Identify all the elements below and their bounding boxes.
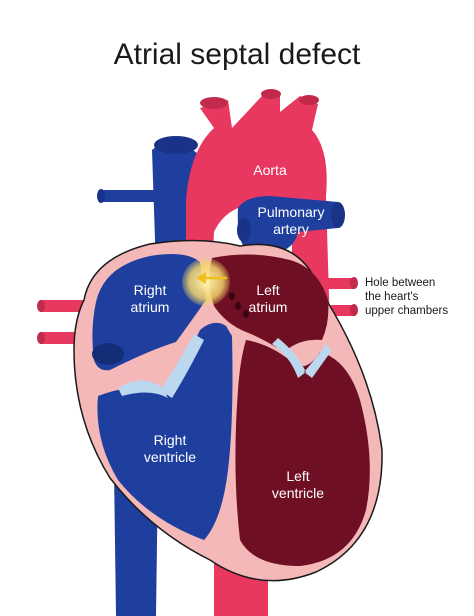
label-pulmonary-artery-line2: artery <box>273 221 309 237</box>
hole-callout: Hole between the heart's upper chambers <box>365 276 470 318</box>
left-atrium <box>209 254 329 352</box>
label-left-ventricle-line2: ventricle <box>271 485 325 501</box>
label-pulmonary-artery-line1: Pulmonary <box>257 204 325 220</box>
right-ventricle <box>97 322 233 540</box>
mitral-valve <box>272 338 332 378</box>
label-left-atrium-line2: atrium <box>248 299 288 315</box>
left-vein-upper <box>100 190 158 202</box>
arrow-left-icon <box>196 272 228 284</box>
label-left-ventricle-line1: Left <box>286 468 310 484</box>
label-right-atrium-line2: atrium <box>130 299 170 315</box>
label-right-atrium-line1: Right <box>133 282 167 298</box>
septum-valve <box>160 334 204 398</box>
label-left-atrium-line1: Left <box>256 282 280 298</box>
hole-callout-line3: upper chambers <box>365 305 449 317</box>
label-pulmonary-artery: Pulmonary artery <box>246 204 336 238</box>
label-right-ventricle: Right ventricle <box>130 432 210 466</box>
hole-callout-line1: Hole between <box>365 277 436 289</box>
label-left-ventricle: Left ventricle <box>258 468 338 502</box>
label-left-atrium: Left atrium <box>238 282 298 316</box>
label-right-ventricle-line1: Right <box>153 432 187 448</box>
diagram-title: Atrial septal defect <box>113 38 361 71</box>
tricuspid-valve <box>118 380 168 398</box>
label-right-ventricle-line2: ventricle <box>143 449 197 465</box>
label-right-atrium: Right atrium <box>120 282 180 316</box>
left-ventricle <box>235 340 370 566</box>
pulmonary-vein-openings <box>229 292 249 318</box>
left-vein-upper-opening <box>97 189 105 203</box>
pulmonary-artery <box>237 196 345 252</box>
right-atrium <box>92 254 206 371</box>
vena-cava-opening <box>92 343 124 365</box>
hole-callout-line2: the heart's <box>365 291 419 303</box>
label-aorta: Aorta <box>253 162 287 178</box>
